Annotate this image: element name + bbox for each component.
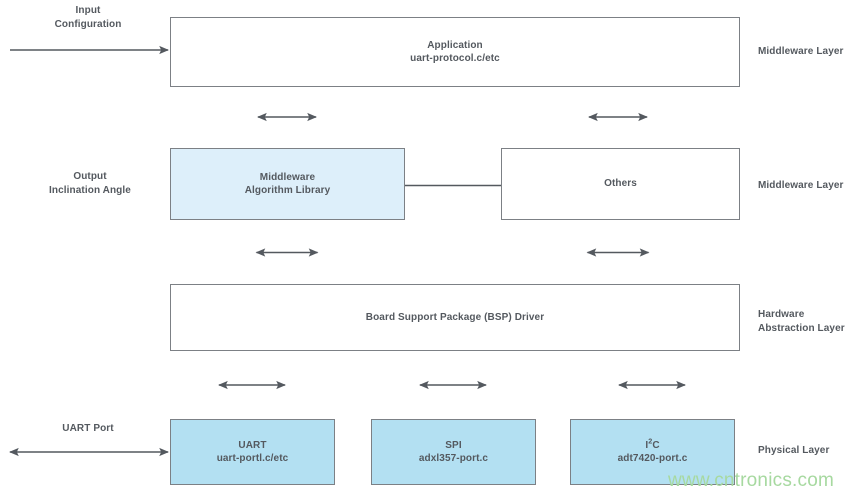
box-spi-title: SPI bbox=[445, 439, 462, 451]
box-bsp-driver-title: Board Support Package (BSP) Driver bbox=[365, 311, 545, 323]
box-middleware-algorithm-library[interactable]: Middleware Algorithm Library bbox=[170, 148, 405, 220]
box-application-subtitle: uart-protocol.c/etc bbox=[410, 53, 500, 64]
box-uart-subtitle: uart-portl.c/etc bbox=[216, 453, 289, 464]
box-spi-subtitle: adxl357-port.c bbox=[418, 453, 489, 464]
box-application[interactable]: Application uart-protocol.c/etc bbox=[170, 17, 740, 87]
label-hardware-abstraction-layer: Hardware Abstraction Layer bbox=[758, 309, 845, 334]
box-middleware-subtitle: Algorithm Library bbox=[244, 185, 331, 196]
box-others[interactable]: Others bbox=[501, 148, 740, 220]
box-bsp-driver[interactable]: Board Support Package (BSP) Driver bbox=[170, 284, 740, 351]
label-input-configuration: Input Configuration bbox=[54, 5, 122, 30]
label-physical-layer: Physical Layer bbox=[758, 445, 830, 456]
box-others-title: Others bbox=[604, 178, 637, 190]
box-uart[interactable]: UART uart-portl.c/etc bbox=[170, 419, 335, 485]
box-i2c-title-prefix: I bbox=[645, 439, 649, 451]
label-output-inclination-angle: Output Inclination Angle bbox=[49, 171, 131, 196]
box-i2c-title-superscript: 2 bbox=[648, 436, 653, 446]
box-application-title: Application bbox=[427, 39, 483, 51]
watermark-cntronics: www.cntronics.com bbox=[668, 470, 834, 491]
label-uart-port: UART Port bbox=[62, 423, 114, 434]
box-spi[interactable]: SPI adxl357-port.c bbox=[371, 419, 536, 485]
box-i2c-title: I2C bbox=[645, 436, 660, 453]
label-middleware-layer-top: Middleware Layer bbox=[758, 46, 844, 57]
box-i2c-title-suffix: C bbox=[652, 439, 660, 451]
box-middleware-title: Middleware bbox=[259, 171, 316, 183]
box-i2c[interactable]: I2C adt7420-port.c bbox=[570, 419, 735, 485]
box-i2c-subtitle: adt7420-port.c bbox=[617, 453, 688, 464]
box-uart-title: UART bbox=[238, 439, 267, 451]
label-middleware-layer-mid: Middleware Layer bbox=[758, 180, 844, 191]
